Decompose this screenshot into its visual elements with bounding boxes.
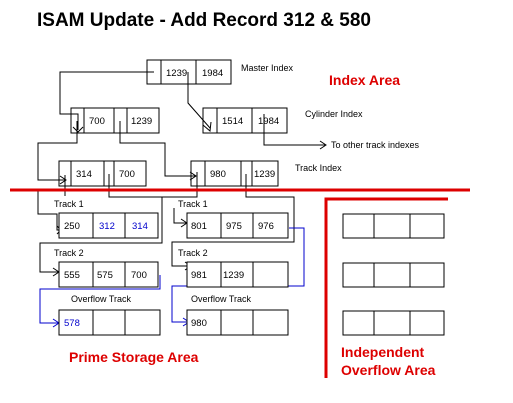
- right-track1-record-1: 801: [191, 221, 207, 232]
- track-index-label: Track Index: [295, 163, 342, 173]
- cylinder-left-value-1: 700: [89, 116, 105, 127]
- right-track1: 801 975 976: [186, 212, 289, 239]
- left-track2: 555 575 700: [58, 261, 159, 288]
- diagram-title: ISAM Update - Add Record 312 & 580: [37, 10, 371, 31]
- left-track1-label: Track 1: [54, 199, 84, 209]
- track-index-left-value-1: 314: [76, 169, 92, 180]
- track-index-right: 980 1239: [190, 160, 279, 187]
- left-track1-record-3: 314: [132, 221, 148, 232]
- prime-storage-area-label: Prime Storage Area: [69, 349, 199, 365]
- overflow-block-2: [342, 262, 445, 288]
- right-track1-record-2: 975: [226, 221, 242, 232]
- independent-overflow-tracks: [342, 213, 445, 336]
- left-track2-record-2: 575: [97, 270, 113, 281]
- overflow-area-label-line2: Overflow Area: [341, 362, 436, 378]
- master-index-label: Master Index: [241, 63, 294, 73]
- cylinder-index-right: 1514 1984: [202, 107, 288, 134]
- index-pointer-lines: [37, 71, 327, 277]
- master-value-1: 1239: [166, 68, 187, 79]
- left-track2-label: Track 2: [54, 248, 84, 258]
- right-track1-label: Track 1: [178, 199, 208, 209]
- track-index-right-value-1: 980: [210, 169, 226, 180]
- left-track1-record-2: 312: [99, 221, 115, 232]
- track-index-left: 314 700: [58, 160, 147, 187]
- overflow-block-3: [342, 310, 445, 336]
- right-track2-record-1: 981: [191, 270, 207, 281]
- left-track2-record-1: 555: [64, 270, 80, 281]
- cylinder-index-label: Cylinder Index: [305, 109, 363, 119]
- track-index-left-value-2: 700: [119, 169, 135, 180]
- right-track2-label: Track 2: [178, 248, 208, 258]
- master-index: 1239 1984: [146, 59, 232, 85]
- left-track2-record-3: 700: [131, 270, 147, 281]
- left-overflow-track: 578: [58, 309, 161, 336]
- overflow-area-separator: [324, 197, 448, 378]
- right-overflow-record-1: 980: [191, 318, 207, 329]
- cylinder-right-value-1: 1514: [222, 116, 243, 127]
- cylinder-index-left: 700 1239: [70, 107, 160, 134]
- left-overflow-record-1: 578: [64, 318, 80, 329]
- right-track1-record-3: 976: [258, 221, 274, 232]
- left-track1-record-1: 250: [64, 221, 80, 232]
- overflow-block-1: [342, 213, 445, 239]
- left-track1: 250 312 314: [58, 212, 159, 239]
- master-value-2: 1984: [202, 68, 223, 79]
- right-track2-record-2: 1239: [223, 270, 244, 281]
- cylinder-left-value-2: 1239: [131, 116, 152, 127]
- right-overflow-label: Overflow Track: [191, 294, 252, 304]
- cylinder-right-value-2: 1984: [258, 116, 279, 127]
- to-other-track-indexes-label: To other track indexes: [331, 140, 420, 150]
- overflow-area-label-line1: Independent: [341, 344, 425, 360]
- right-track2: 981 1239: [186, 261, 289, 288]
- right-overflow-track: 980: [186, 309, 289, 336]
- track-index-right-value-2: 1239: [254, 169, 275, 180]
- left-overflow-label: Overflow Track: [71, 294, 132, 304]
- index-area-label: Index Area: [329, 72, 400, 88]
